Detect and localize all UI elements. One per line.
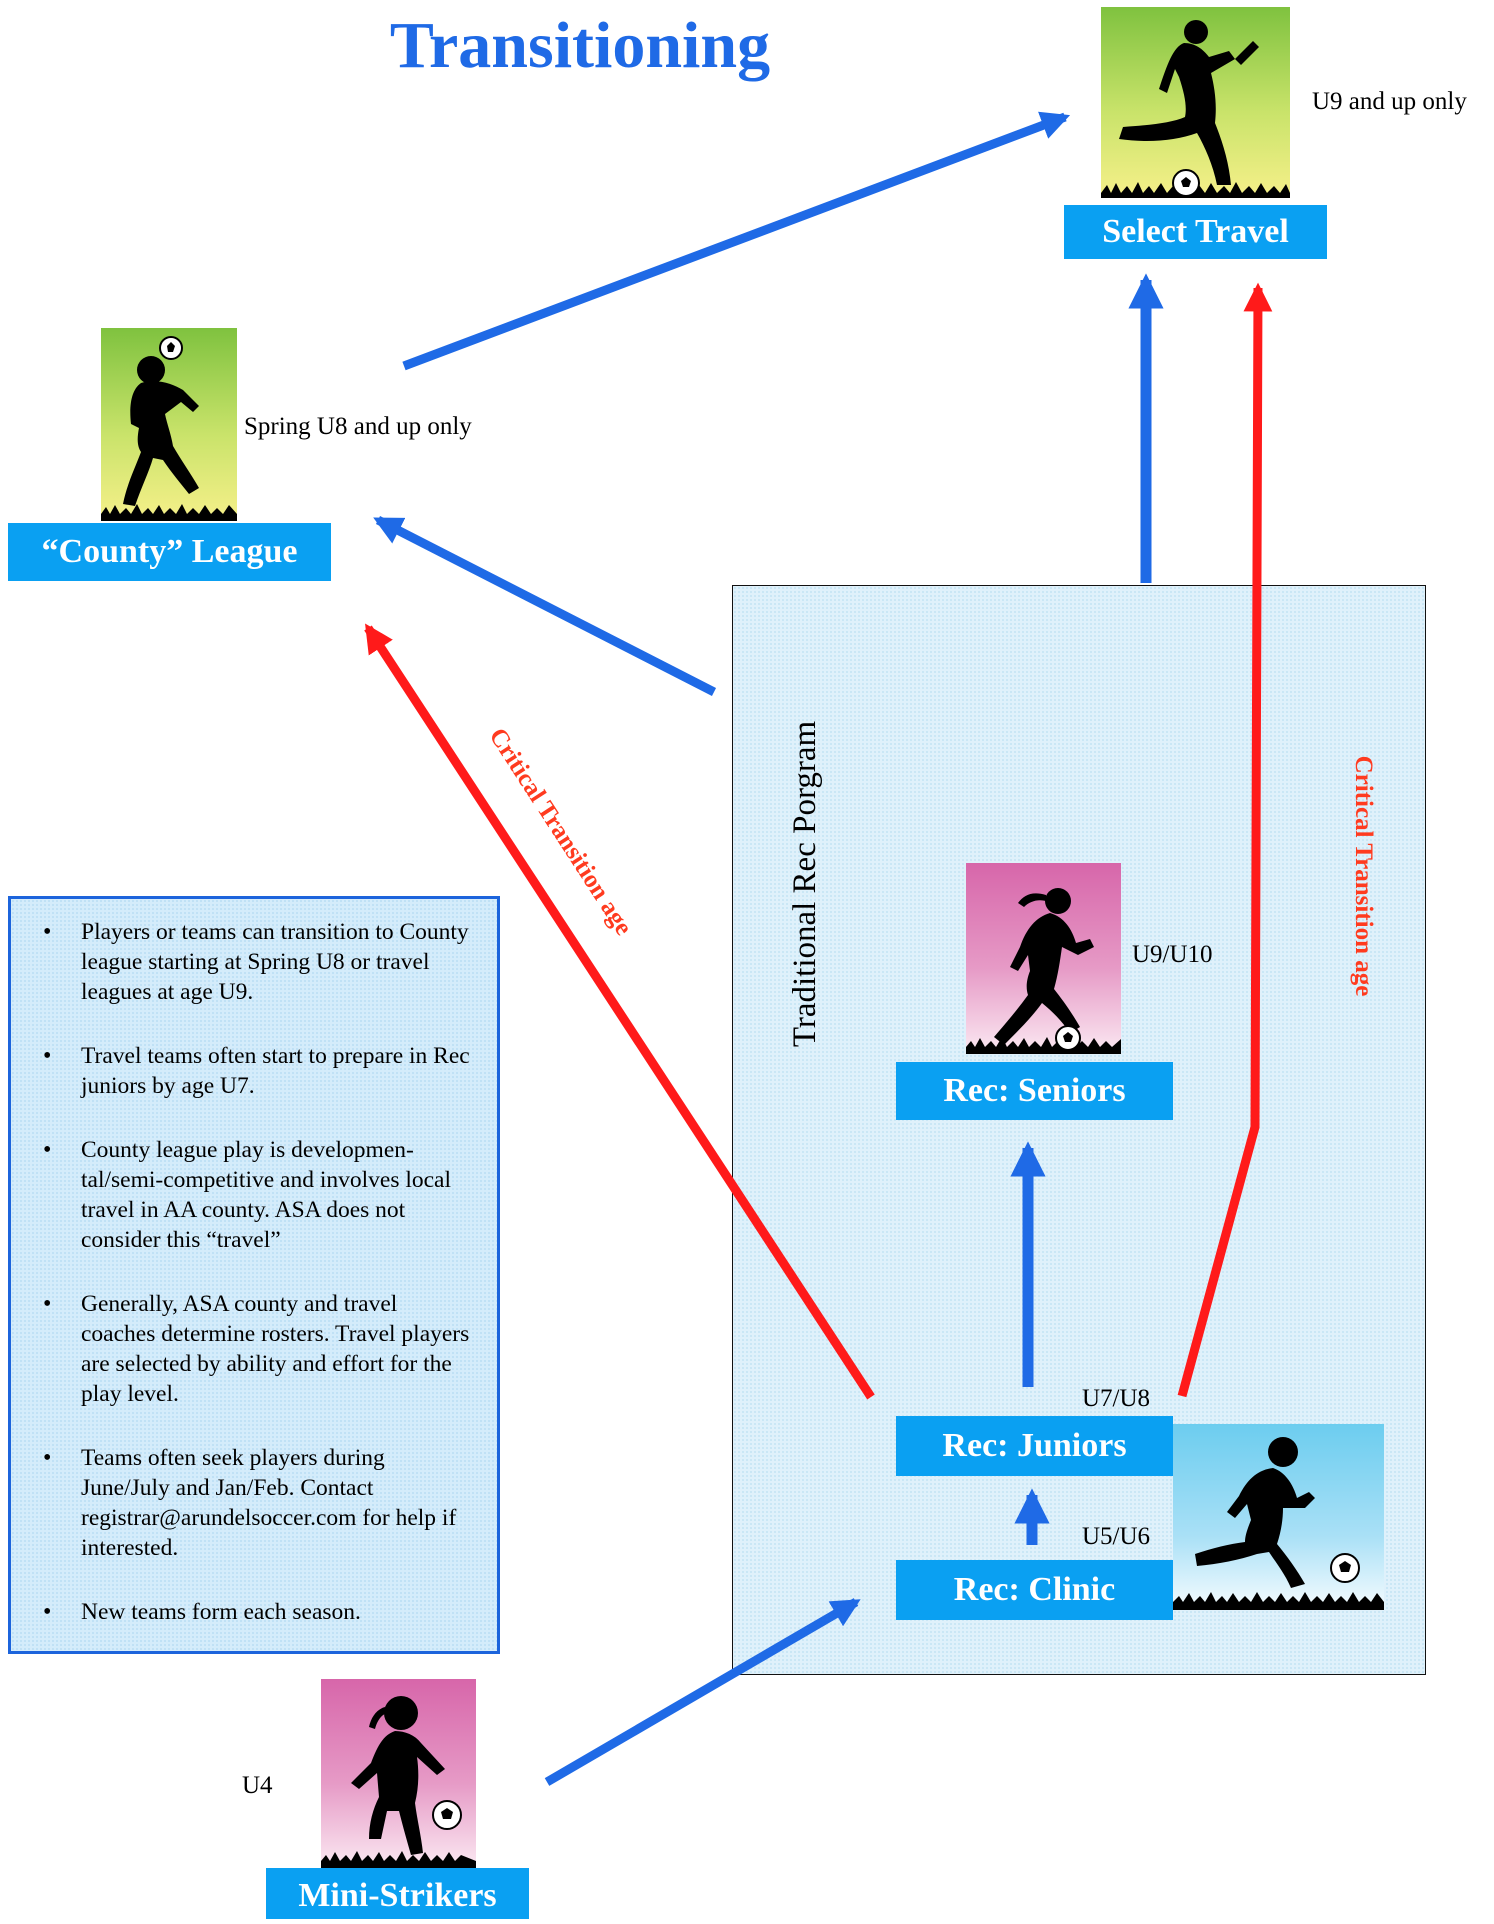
- soccer-player-kicking-icon: [1101, 20, 1290, 198]
- county-league-label: “County” League: [8, 523, 331, 581]
- arrow-rec-to-county: [373, 515, 717, 697]
- rec-seniors-label: Rec: Seniors: [896, 1062, 1173, 1120]
- rec-clinic-note: U5/U6: [1082, 1523, 1151, 1550]
- rec-program-label: Traditional Rec Porgram: [787, 720, 823, 1048]
- info-bullet: Players or teams can transition to Count…: [31, 917, 475, 1007]
- mini-strikers-image: [321, 1679, 476, 1868]
- rec-juniors-note: U7/U8: [1082, 1385, 1151, 1412]
- little-girl-player-icon: [321, 1696, 476, 1868]
- info-bullet-list: Players or teams can transition to Count…: [31, 917, 475, 1627]
- rec-juniors-image: [1173, 1424, 1384, 1610]
- info-bullet: New teams form each season.: [31, 1597, 475, 1627]
- rec-seniors-note: U9/U10: [1132, 941, 1213, 968]
- info-bullet: County league play is developmen-tal/sem…: [31, 1135, 475, 1255]
- rec-seniors-image: [966, 863, 1121, 1054]
- soccer-player-header-icon: [101, 336, 237, 521]
- info-bullet: Generally, ASA county and travel coaches…: [31, 1289, 475, 1409]
- select-travel-note: U9 and up only: [1312, 88, 1467, 115]
- select-travel-label: Select Travel: [1064, 205, 1327, 259]
- mini-strikers-label: Mini-Strikers: [266, 1868, 529, 1919]
- mini-strikers-note: U4: [242, 1772, 273, 1799]
- page-title: Transitioning: [389, 9, 771, 82]
- girl-player-dribbling-icon: [966, 888, 1121, 1054]
- county-league-image: [101, 328, 237, 521]
- arrow-county-to-travel: [402, 111, 1071, 371]
- info-bullet: Teams often seek players during June/Jul…: [31, 1443, 475, 1563]
- select-travel-image: [1101, 7, 1290, 198]
- info-box: Players or teams can transition to Count…: [8, 896, 500, 1654]
- info-bullet: Travel teams often start to prepare in R…: [31, 1041, 475, 1101]
- county-league-note: Spring U8 and up only: [244, 413, 472, 440]
- critical-transition-label-right: Critical Transition age: [1350, 755, 1377, 997]
- rec-clinic-label: Rec: Clinic: [896, 1560, 1173, 1620]
- boy-player-running-icon: [1173, 1437, 1384, 1610]
- rec-juniors-label: Rec: Juniors: [896, 1416, 1173, 1476]
